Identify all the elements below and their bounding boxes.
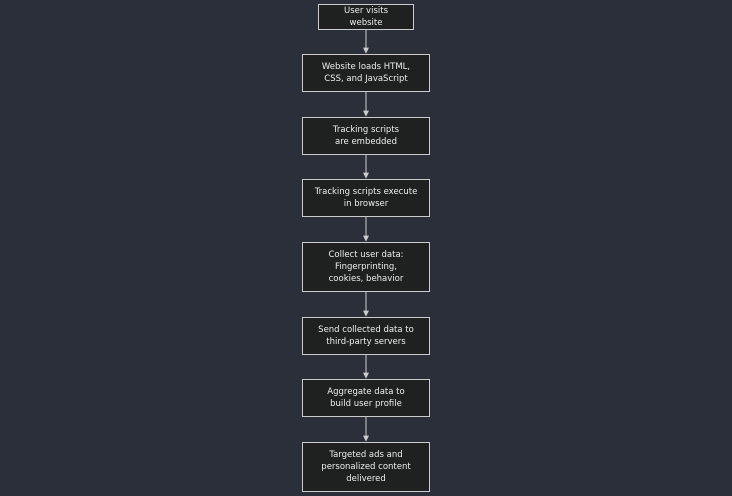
node-label: Targeted ads and personalized content de… (321, 450, 411, 484)
node-aggregate-data: Aggregate data to build user profile (302, 379, 430, 417)
node-label: Website loads HTML, CSS, and JavaScript (321, 62, 411, 84)
node-label: Tracking scripts are embedded (332, 125, 400, 147)
node-tracking-scripts-execute: Tracking scripts execute in browser (302, 179, 430, 217)
node-website-loads: Website loads HTML, CSS, and JavaScript (302, 54, 430, 92)
node-collect-user-data: Collect user data: Fingerprinting, cooki… (302, 242, 430, 292)
node-label: Tracking scripts execute in browser (314, 187, 418, 209)
node-user-visits-website: User visits website (318, 4, 414, 30)
node-label: Aggregate data to build user profile (327, 387, 405, 409)
node-label: Collect user data: Fingerprinting, cooki… (328, 250, 404, 284)
node-targeted-ads: Targeted ads and personalized content de… (302, 442, 430, 492)
node-tracking-scripts-embedded: Tracking scripts are embedded (302, 117, 430, 155)
node-label: Send collected data to third-party serve… (318, 325, 414, 347)
node-label: User visits website (343, 6, 389, 28)
node-send-collected-data: Send collected data to third-party serve… (302, 317, 430, 355)
